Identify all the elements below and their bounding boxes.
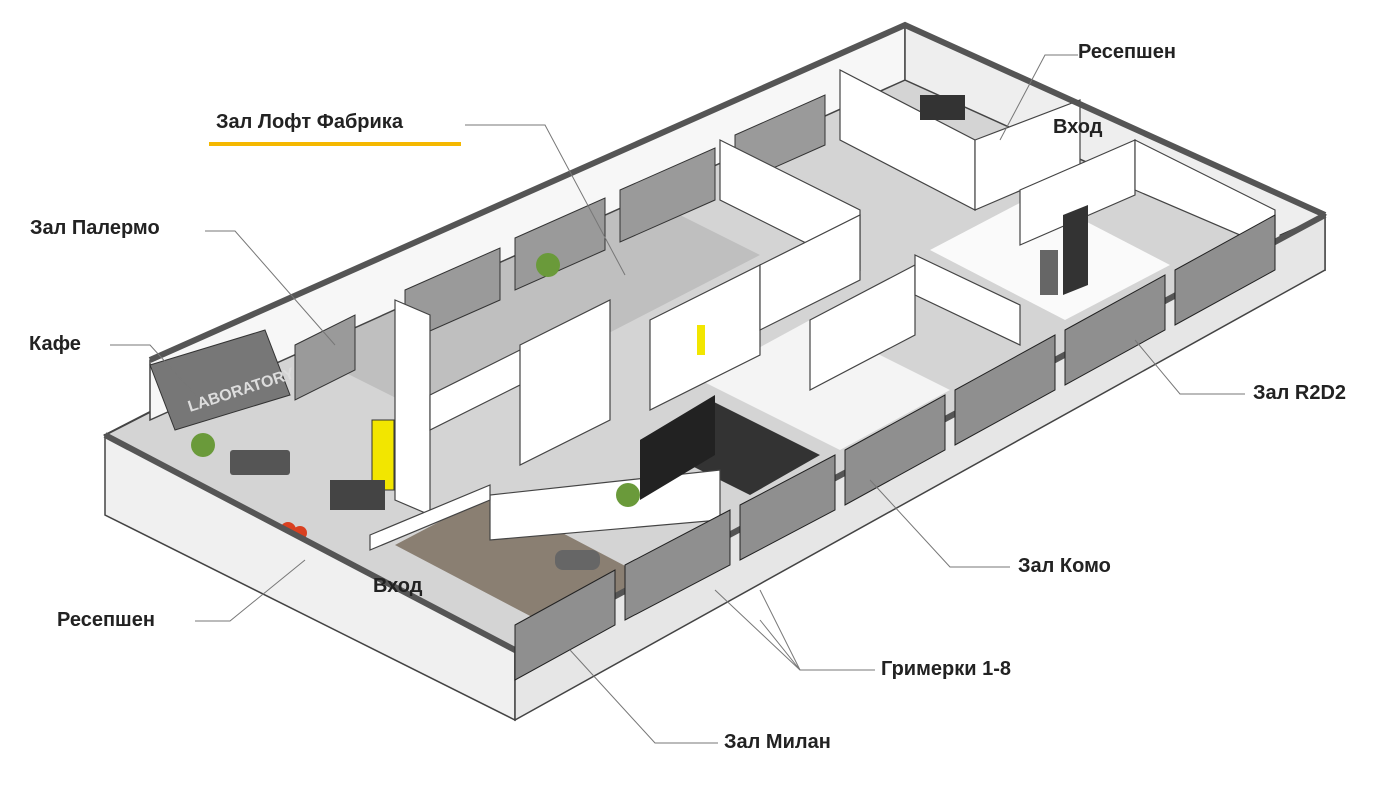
- front-windows: [514, 214, 1276, 681]
- cafe-sign-box: [149, 329, 291, 431]
- leader-lines: [110, 54, 1245, 744]
- label-milan: Зал Милан: [724, 731, 831, 753]
- label-reception-bottom: Ресепшен: [57, 609, 155, 631]
- interior-walls: [369, 69, 1276, 551]
- label-como: Зал Комо: [1018, 555, 1111, 577]
- wall-top-edge-back: [148, 21, 1327, 363]
- yellow-shelf: [371, 419, 395, 491]
- label-loft-fabrika: Зал Лофт Фабрика: [216, 111, 403, 133]
- label-r2d2: Зал R2D2: [1253, 382, 1347, 404]
- label-dressing-rooms: Гримерки 1-8: [881, 658, 1011, 680]
- furniture: [230, 95, 1058, 570]
- label-cafe: Кафе: [29, 333, 81, 355]
- room-floor-como: [700, 320, 950, 450]
- label-palermo: Зал Палермо: [30, 217, 160, 239]
- plants: [191, 253, 640, 507]
- dark-panel-r2d2: [1063, 205, 1088, 295]
- highlight-underline: [209, 142, 461, 146]
- label-reception-top: Ресепшен: [1078, 41, 1176, 63]
- dark-partition: [640, 395, 715, 500]
- label-entrance-bottom: Вход: [373, 575, 423, 597]
- yellow-panel: [697, 325, 705, 355]
- label-entrance-top: Вход: [1053, 116, 1103, 138]
